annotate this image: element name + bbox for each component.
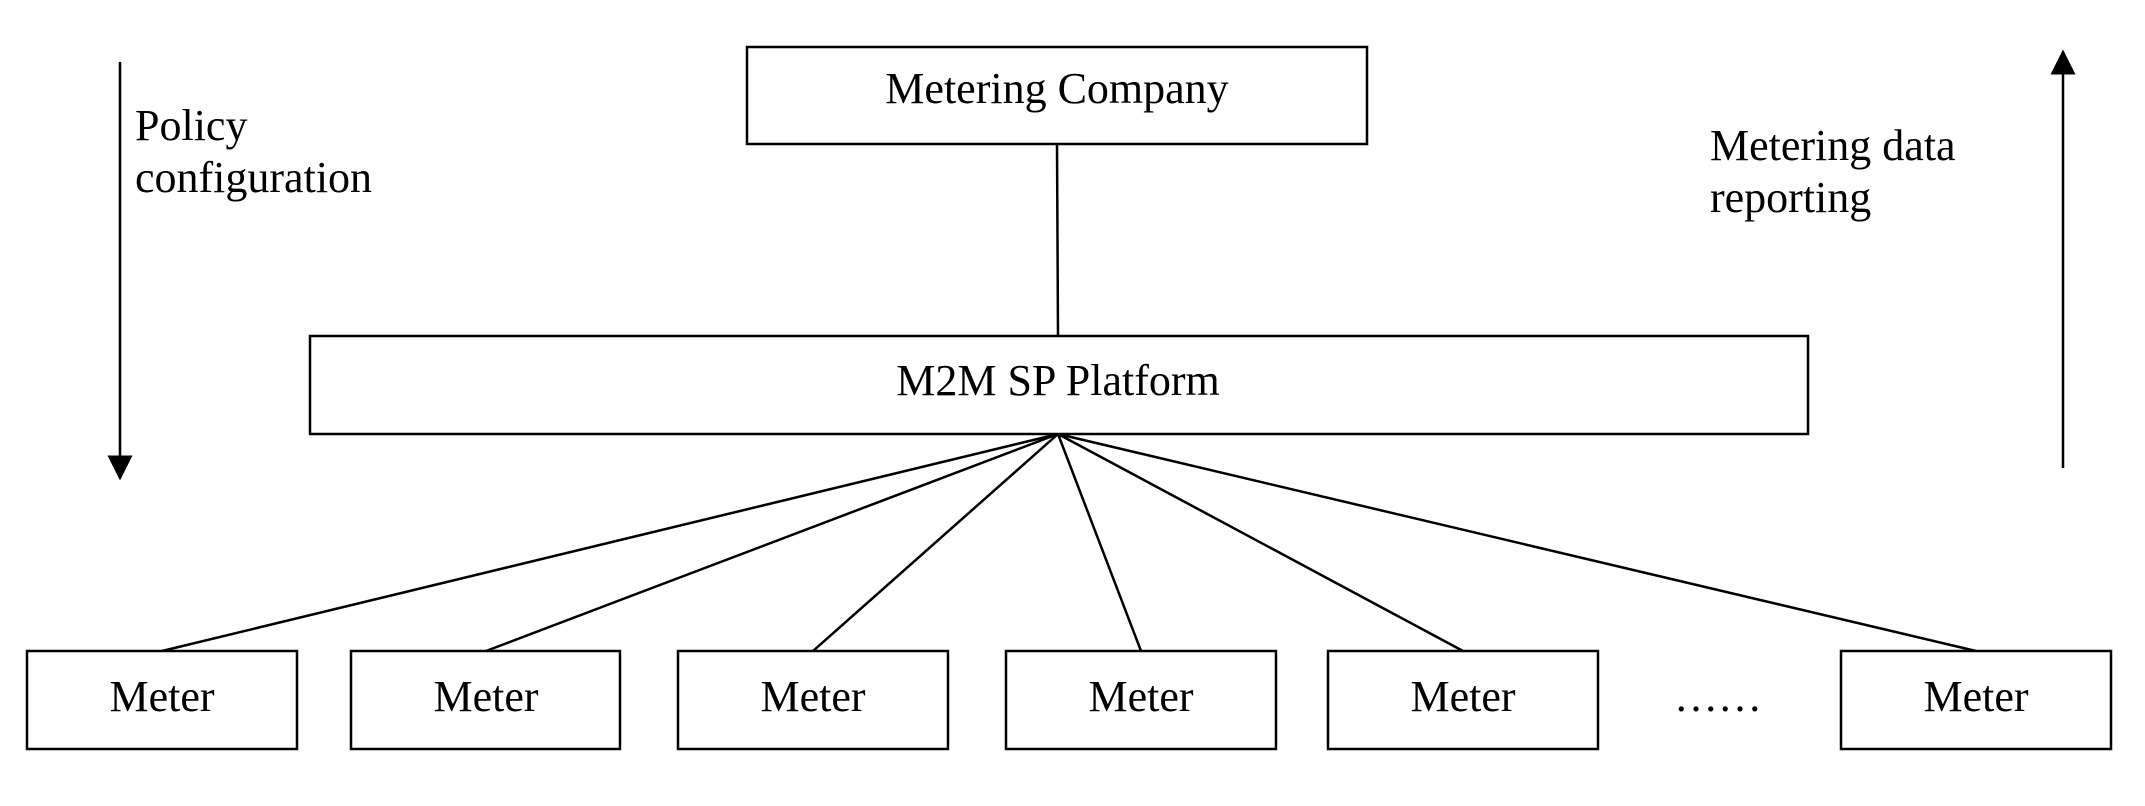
policy-configuration-label-line-2: configuration bbox=[135, 153, 372, 202]
meter-node-6: Meter bbox=[1839, 649, 2113, 751]
meter-node-2: Meter bbox=[349, 649, 622, 751]
meter-label-1: Meter bbox=[109, 672, 214, 721]
metering-data-reporting-label-line-2: reporting bbox=[1710, 173, 1871, 222]
meter-ellipsis: …… bbox=[1674, 672, 1762, 721]
meter-node-3: Meter bbox=[676, 649, 950, 751]
company-platform-link bbox=[1055, 143, 1060, 337]
platform-meter-link-5 bbox=[1057, 432, 1464, 653]
m2m-sp-platform-label: M2M SP Platform bbox=[896, 356, 1220, 405]
meter-node-4: Meter bbox=[1004, 649, 1278, 751]
meter-node-1: Meter bbox=[25, 649, 299, 751]
meter-label-3: Meter bbox=[760, 672, 865, 721]
meter-label-2: Meter bbox=[433, 672, 538, 721]
meter-node-5: Meter bbox=[1326, 649, 1600, 751]
platform-meter-link-1 bbox=[161, 432, 1059, 653]
platform-meter-link-3 bbox=[812, 433, 1059, 652]
meter-label-4: Meter bbox=[1088, 672, 1193, 721]
m2m-sp-platform-node: M2M SP Platform bbox=[308, 334, 1810, 436]
platform-meter-link-2 bbox=[485, 432, 1059, 653]
meter-label-5: Meter bbox=[1410, 672, 1515, 721]
platform-meter-link-4 bbox=[1056, 433, 1143, 652]
metering-data-reporting-label-line-1: Metering data bbox=[1710, 121, 1956, 170]
metering-company-label: Metering Company bbox=[885, 64, 1228, 113]
platform-meter-link-6 bbox=[1057, 432, 1977, 653]
policy-configuration-label-line-1: Policy bbox=[135, 101, 247, 150]
metering-company-node: Metering Company bbox=[745, 45, 1369, 146]
meter-label-6: Meter bbox=[1923, 672, 2028, 721]
platform-meter-links bbox=[161, 432, 1977, 653]
